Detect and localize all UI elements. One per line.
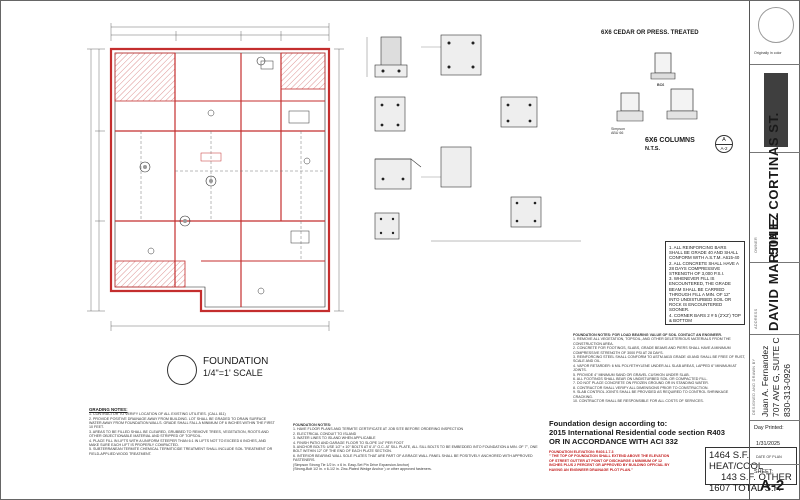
design-line-3: OR IN ACCORDANCE WITH ACI 332 (549, 437, 678, 446)
plan-title: FOUNDATION (203, 356, 269, 367)
date-cell: Day Printed: 1/31/2025 DATE OF PLAN (750, 421, 800, 465)
general-note-3: 3. REINFORCING STEEL SHALL CONFORM TO AS… (573, 355, 746, 364)
grading-notes: GRADING NOTES: 1. CONTRACTOR TO VERIFY L… (89, 407, 277, 481)
general-note-6: 6. ALL FOOTINGS SHALL BEAR ON UNDISTURBE… (573, 377, 708, 382)
general-note-4: 4. VAPOR RETARDER: 6 MIL POLYETHYLENE UN… (573, 363, 737, 373)
detail-tag: A A-2 (715, 135, 733, 153)
general-note-10: 10. CONTRACTOR SHALL BE RESPONSIBLE FOR … (573, 399, 704, 404)
owner-cell: ADDRESS DAVID MARTINEZ (750, 212, 800, 335)
grading-note-2: 2. PROVIDE POSITIVE DRAINAGE AWAY FROM B… (89, 416, 275, 430)
elevation-line-5: HAVING AN ENGINEER DRAINAGE PLOT PLAN." (549, 467, 633, 472)
seal-icon (758, 7, 794, 43)
rebar-note-3: 3. WHENEVER FILL IS ENCOUNTERED, THE GRA… (669, 276, 732, 313)
foundation-note-7: (Simpson Strong Tie 1/2 in. x 6 in. Easy… (293, 462, 410, 467)
elevation-line-2: " THE TOP OF FOUNDATION SHALL EXTEND ABO… (549, 454, 670, 459)
design-line-2: 2015 International Residential code sect… (549, 428, 725, 437)
area-total: 1607 TOTAL S.F. (709, 483, 781, 494)
date-of-plan-label: DATE OF PLAN (756, 455, 782, 459)
detail-tag-letter: A (722, 137, 726, 143)
grading-note-1: 1. CONTRACTOR TO VERIFY LOCATION OF ALL … (89, 412, 226, 417)
foundation-plan (87, 23, 344, 331)
columns-subtitle: N.T.S. (645, 146, 660, 152)
address-label: OWNER (754, 236, 758, 253)
foundation-notes-title: FOUNDATION NOTES: (293, 423, 332, 427)
section-details-right (431, 34, 581, 242)
bc6-label: BC6 (657, 83, 665, 87)
general-note-5: 5. PROVIDE 4" MINIMUM SAND OR GRAVEL CUS… (573, 372, 690, 377)
general-notes: FOUNDATION NOTES: FOR LOAD BEARING VALUE… (573, 333, 749, 421)
foundation-note-1: 1. HAVE FLOOR PLANS AND TERMITE CERTIFIC… (293, 427, 464, 432)
columns-title: 6X6 COLUMNS (645, 137, 695, 144)
sheet-cell: SHEET: A-2 (750, 465, 800, 500)
column-detail-title: 6X6 CEDAR OR PRESS. TREATED (601, 30, 699, 36)
company-logo (764, 73, 788, 147)
rebar-note-2: 2. ALL CONCRETE SHALL HAVE A 28 DAYS COM… (669, 260, 739, 277)
column-hardware-illustration (616, 52, 698, 122)
detail-tag-sheet: A-2 (716, 144, 732, 152)
designer-name: Juan A. Fernandez (760, 345, 770, 417)
originally-color-label: Originally in color (754, 51, 782, 55)
plan-scale: 1/4"=1' SCALE (203, 368, 263, 378)
foundation-note-6: 6. INTERIOR BEARING WALL SOLE PLATES THA… (293, 453, 533, 463)
abu-label: Simpson ABU 66 (611, 127, 625, 136)
foundation-note-3: 3. WATER LINES TO ISLAND WHEN APPLICABLE (293, 436, 376, 441)
day-printed-label: Day Printed: (754, 425, 784, 431)
elevation-line-4: INCHES PLUS 2 PERCENT OR APPROVED BY BUI… (549, 463, 670, 468)
elevation-line-1: FOUNDATION ELEVATION: R403.1.7.3 (549, 450, 614, 454)
general-note-8: 8. CONTRACTOR SHALL VERIFY ALL DIMENSION… (573, 385, 709, 390)
rebar-note-4: 4. CORNER BARS 2 # 5 (2'X2') TOP & BOTTO… (669, 312, 741, 323)
design-statement: Foundation design according to: 2015 Int… (549, 419, 749, 446)
area-other: 143 S.F. OTHER (721, 472, 792, 483)
plan-date: 1/31/2025 (756, 441, 780, 447)
general-note-2: 2. CONCRETE FOR FOOTINGS, SLABS, GRADE B… (573, 346, 731, 355)
sheet-number: A-2 (760, 477, 785, 494)
designer-address: 707 AVE G, SUITE C (771, 337, 781, 417)
grading-note-4: 4. PLACE FILL IN LIFTS WITH A UNIFORM ST… (89, 438, 267, 448)
elevation-line-3: OF STREET GUTTER AT POINT OF DISCHARGE 4… (549, 458, 663, 463)
address-cell: OWNER 504 E. CORTINAS ST. (750, 112, 800, 263)
grading-notes-title: GRADING NOTES: (89, 407, 128, 412)
foundation-note-4: 4. FINISH PATIO AND GARAGE FLOOR TO SLOP… (293, 440, 404, 445)
rebar-notes-box: 1. ALL REINFORCING BARS SHALL BE GRADE 4… (665, 241, 745, 325)
section-details-left (366, 36, 457, 240)
designer-label: DESIGNED AND DRAWN BY (752, 358, 756, 415)
foundation-notes: FOUNDATION NOTES: 1. HAVE FLOOR PLANS AN… (293, 423, 539, 485)
general-note-1: 1. REMOVE ALL VEGETATION, TOPSOIL, AND O… (573, 337, 731, 346)
designer-phone: 830-313-0926 (782, 364, 792, 417)
grading-note-3: 3. AREAS TO BE FILLED SHALL BE CLEARED, … (89, 429, 269, 439)
column-detail-panel: 6X6 CEDAR OR PRESS. TREATED BC6 Simpson … (593, 15, 741, 165)
designer-stamp-cell: Originally in color (750, 1, 800, 65)
sheet-label: SHEET: (754, 469, 773, 475)
rebar-note-1: 1. ALL REINFORCING BARS SHALL BE GRADE 4… (669, 245, 740, 261)
title-block: Originally in color OWNER 504 E. CORTINA… (749, 1, 800, 500)
foundation-note-8: (Strong-Bolt 1/2 in. x 6-1/2 in. Zinc-Pl… (293, 467, 432, 472)
area-heat-cool: 1464 S.F. HEAT/COOL (709, 450, 764, 472)
elevation-note: FOUNDATION ELEVATION: R403.1.7.3 " THE T… (549, 450, 699, 472)
owner-label: ADDRESS (754, 308, 758, 329)
plan-title-bubble (167, 355, 197, 385)
general-note-0: FOUNDATION NOTES: FOR LOAD BEARING VALUE… (573, 333, 722, 337)
logo-cell (750, 65, 800, 153)
foundation-note-5: 5. ANCHOR BOLTS: USE 1/2" x 10" BOLTS AT… (293, 445, 538, 454)
area-stats-box: 1464 S.F. HEAT/COOL 143 S.F. OTHER 1607 … (705, 447, 797, 494)
owner-name: DAVID MARTINEZ (766, 212, 781, 331)
designer-cell: DESIGNED AND DRAWN BY Juan A. Fernandez … (750, 335, 800, 421)
grading-note-5: 5. SUBTERRANEAN TERMITE CHEMICAL TERMITI… (89, 447, 273, 456)
general-note-9: 9. SLAB CONTROL JOINTS SHALL BE PROVIDED… (573, 390, 729, 399)
foundation-note-2: 2. ELECTRICAL CONDUIT TO ISLAND (293, 431, 357, 436)
design-line-1: Foundation design according to: (549, 419, 668, 428)
general-note-7: 7. DO NOT PLACE CONCRETE ON FROZEN GROUN… (573, 381, 709, 386)
